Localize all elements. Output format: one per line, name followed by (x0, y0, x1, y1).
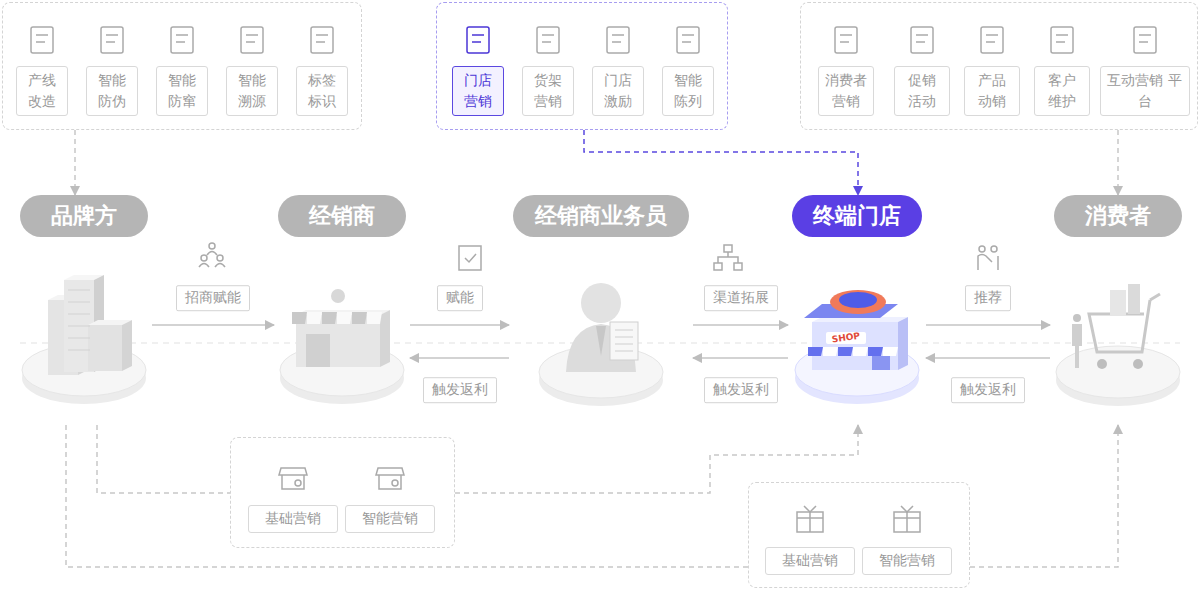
feature-box: 促销 活动 (894, 66, 950, 116)
feature-box: 标签 标识 (296, 66, 348, 116)
dashed-connector (97, 425, 230, 493)
dashed-connector (1117, 130, 1119, 195)
node-label: 互动营销 平台 (1101, 68, 1189, 113)
dashed-connector (66, 425, 748, 567)
dashed-connector (584, 130, 858, 195)
role-node: 消费者 (1054, 195, 1182, 425)
feature-box: 客户 维护 (1034, 66, 1090, 116)
feature-box: 互动营销 平台 (1100, 66, 1190, 116)
dashed-connector (970, 425, 1118, 567)
role-node: 经销商 (278, 195, 406, 425)
edge-label: 触发返利 (951, 377, 1025, 403)
node-label: 门店 激励 (593, 68, 643, 113)
edge-label: 招商赋能 (176, 285, 250, 311)
group-box: 消费者 营销促销 活动产品 动销客户 维护互动营销 平台 (800, 2, 1198, 130)
node-label: 产品 动销 (965, 68, 1019, 113)
flow-arrow (410, 324, 509, 326)
flow-arrow (693, 324, 788, 326)
shop-sign: SHOP (831, 332, 860, 345)
group-box: 产线 改造智能 防伪智能 防窜智能 溯源标签 标识 (2, 2, 362, 130)
edge-label: 渠道拓展 (704, 285, 778, 311)
flow-arrow (152, 324, 274, 326)
feature-box: 消费者 营销 (818, 66, 874, 116)
node-label: 经销商 (278, 195, 406, 237)
edge-label: 推荐 (965, 285, 1011, 311)
node-label: 智能营销 (354, 506, 426, 530)
node-label: 智能 溯源 (227, 68, 277, 113)
node-label: 基础营销 (257, 506, 329, 530)
feature-box: 门店 营销 (452, 66, 504, 116)
role-node: 经销商业务员 (513, 195, 689, 425)
flow-arrow (926, 357, 1050, 359)
node-label: 消费者 (1054, 195, 1182, 237)
group-box: 基础营销 智能营销 (748, 482, 970, 588)
feature-box: 智能 陈列 (662, 66, 714, 116)
feature-box: 基础营销 (765, 547, 855, 575)
flow-arrow (926, 324, 1050, 326)
node-label: 促销 活动 (895, 68, 949, 113)
node-label: 智能 防窜 (157, 68, 207, 113)
feature-box: 基础营销 (248, 505, 338, 533)
node-label: 基础营销 (774, 548, 846, 572)
node-label: 智能营销 (871, 548, 943, 572)
node-label: 经销商业务员 (513, 195, 689, 237)
node-label: 标签 标识 (297, 68, 347, 113)
feature-box: 产品 动销 (964, 66, 1020, 116)
feature-box: 产线 改造 (16, 66, 68, 116)
dashed-connector (74, 130, 76, 195)
node-label: 智能 防伪 (87, 68, 137, 113)
node-label: 智能 陈列 (663, 68, 713, 113)
feature-box: 智能 防伪 (86, 66, 138, 116)
feature-box: 门店 激励 (592, 66, 644, 116)
node-label: 品牌方 (20, 195, 148, 237)
feature-box: 智能 防窜 (156, 66, 208, 116)
edge-label: 触发返利 (704, 377, 778, 403)
role-node: 品牌方 (20, 195, 148, 425)
node-label: 门店 营销 (453, 68, 503, 113)
role-node: 终端门店 (792, 195, 922, 425)
group-box: 基础营销 智能营销 (230, 437, 455, 548)
group-box: 门店 营销货架 营销门店 激励智能 陈列 (436, 2, 728, 130)
node-label: 货架 营销 (523, 68, 573, 113)
edge-label: 赋能 (437, 285, 483, 311)
feature-box: 智能 溯源 (226, 66, 278, 116)
flow-arrow (410, 357, 509, 359)
flow-arrow (693, 357, 788, 359)
feature-box: 智能营销 (345, 505, 435, 533)
edge-label: 触发返利 (423, 377, 497, 403)
feature-box: 智能营销 (862, 547, 952, 575)
node-label: 终端门店 (792, 195, 922, 237)
node-label: 消费者 营销 (819, 68, 873, 113)
node-label: 产线 改造 (17, 68, 67, 113)
feature-box: 货架 营销 (522, 66, 574, 116)
node-label: 客户 维护 (1035, 68, 1089, 113)
